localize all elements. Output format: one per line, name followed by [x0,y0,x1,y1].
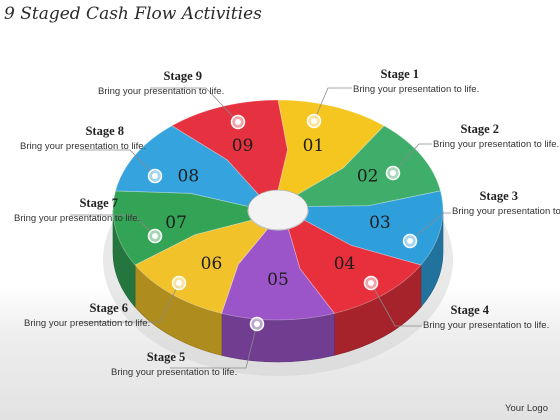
stage-7-connector [70,214,156,237]
segment-07-number: 07 [165,213,187,233]
stage-7-marker-core [152,233,158,239]
stage-1-marker-core [311,118,317,124]
stage-5-title: Stage 5 [146,350,186,364]
stage-6-text: Bring your presentation to life. [24,318,151,329]
page-title: 9 Staged Cash Flow Activities [4,4,262,24]
stage-5-text: Bring your presentation to life. [111,367,238,378]
stage-4-text: Bring your presentation to life. [423,320,550,331]
segment-08-number: 08 [178,167,200,187]
stage-1-connector [313,87,352,122]
stage-6-label: Stage 6 Bring your presentation to life. [24,301,164,330]
logo-placeholder: Your Logo [505,403,548,414]
stage-6-connector [80,282,180,323]
stage-7-title: Stage 7 [79,196,118,210]
stage-8-connector [80,149,156,177]
stage-6-marker-core [176,280,182,286]
stage-1-text: Bring your presentation to life. [353,84,480,95]
stage-9-connector [150,87,239,123]
segment-02-number: 02 [357,167,379,187]
stage-8-text: Bring your presentation to life. [20,141,147,152]
center-hole-rim [247,209,309,231]
stage-1-label: Stage 1 Bring your presentation to life. [353,67,493,96]
stage-2-text: Bring your presentation to life. [433,139,560,150]
stage-9-title: Stage 9 [163,69,202,83]
stage-9-marker-core [235,119,241,125]
segment-03-number: 03 [369,213,391,233]
stage-6-title: Stage 6 [89,301,128,315]
stage-8-title: Stage 8 [85,124,124,138]
stage-5-label: Stage 5 Bring your presentation to life. [111,350,251,379]
stage-2-label: Stage 2 Bring your presentation to life. [433,122,560,151]
segment-01-number: 01 [303,136,325,156]
stage-4-marker-core [368,280,374,286]
stage-5-marker-core [254,321,260,327]
stage-8-label: Stage 8 Bring your presentation to life. [20,124,160,153]
segment-06-number: 06 [201,254,223,274]
stage-3-marker-core [407,238,413,244]
stage-7-label: Stage 7 Bring your presentation to life. [14,196,154,225]
stage-2-connector [392,143,432,174]
stage-8-marker-core [152,173,158,179]
stage-3-label: Stage 3 Bring your presentation to life. [452,189,560,218]
stage-2-marker-core [390,170,396,176]
stage-1-title: Stage 1 [380,67,419,81]
stage-2-title: Stage 2 [460,122,499,136]
stage-9-text: Bring your presentation to life. [98,86,225,97]
segment-05-number: 05 [267,270,289,290]
stage-7-text: Bring your presentation to life. [14,213,141,224]
stage-3-connector [409,212,451,242]
stage-5-connector [170,323,258,369]
segment-04-number: 04 [334,254,356,274]
stage-9-label: Stage 9 Bring your presentation to life. [98,69,238,98]
stage-3-text: Bring your presentation to life. [452,206,560,217]
stage-4-connector [370,282,422,327]
stage-4-title: Stage 4 [450,303,489,317]
segment-09-number: 09 [232,136,254,156]
stage-3-title: Stage 3 [479,189,518,203]
stage-4-label: Stage 4 Bring your presentation to life. [423,303,560,332]
